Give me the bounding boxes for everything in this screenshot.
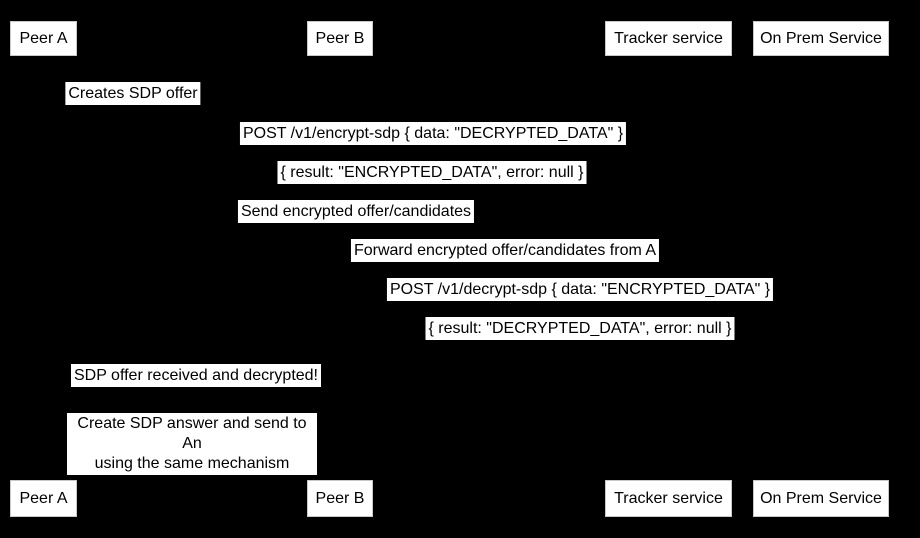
participant-tracker-service-top: Tracker service: [605, 21, 732, 56]
participant-peer-b-top: Peer B: [307, 21, 373, 56]
lifeline-peer-b: [339, 56, 340, 480]
participant-on-prem-service-top: On Prem Service: [753, 21, 889, 56]
participant-peer-b-bottom: Peer B: [307, 480, 373, 517]
message-post-decrypt-sdp: POST /v1/decrypt-sdp { data: "ENCRYPTED_…: [386, 278, 774, 301]
message-post-encrypt-sdp: POST /v1/encrypt-sdp { data: "DECRYPTED_…: [239, 122, 627, 145]
lifeline-peer-a: [43, 56, 44, 480]
lifeline-on-prem-service: [820, 56, 821, 480]
message-result-decrypted-data: { result: "DECRYPTED_DATA", error: null …: [425, 317, 735, 340]
lifeline-tracker-service: [668, 56, 669, 480]
participant-tracker-service-bottom: Tracker service: [605, 480, 732, 517]
message-sdp-offer-received: SDP offer received and decrypted!: [71, 364, 321, 387]
participant-peer-a-bottom: Peer A: [10, 480, 77, 517]
note-create-sdp-answer: Create SDP answer and send to An using t…: [67, 413, 317, 475]
note-line-2: using the same mechanism: [94, 455, 290, 472]
message-creates-sdp-offer: Creates SDP offer: [65, 82, 201, 105]
participant-peer-a-top: Peer A: [10, 21, 77, 56]
message-result-encrypted-data: { result: "ENCRYPTED_DATA", error: null …: [277, 161, 587, 184]
note-line-1: Create SDP answer and send to An: [77, 415, 307, 452]
message-send-encrypted-offer: Send encrypted offer/candidates: [237, 200, 475, 223]
participant-on-prem-service-bottom: On Prem Service: [753, 480, 889, 517]
message-forward-encrypted-offer: Forward encrypted offer/candidates from …: [350, 239, 660, 262]
